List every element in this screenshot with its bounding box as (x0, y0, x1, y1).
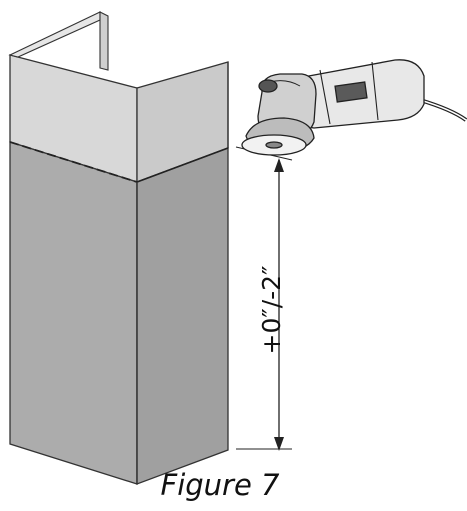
overlap-seam-line (9, 141, 138, 183)
grinder-power-cord (419, 98, 467, 122)
angle-grinder-icon (241, 59, 467, 156)
lower-chimney-section (9, 141, 229, 485)
dimension-arrow-bottom (274, 437, 284, 451)
dimension-arrow-top (274, 158, 284, 172)
lower-chimney-right-panel (136, 147, 229, 485)
upper-chimney-back-panel (99, 11, 109, 71)
overlap-seam-line-right (136, 147, 229, 183)
lower-chimney-left-panel (9, 141, 138, 485)
dimension-tolerance-label: +0″/-2″ (257, 265, 286, 355)
grinder-switch (334, 81, 368, 103)
figure-caption: Figure 7 (160, 468, 280, 502)
upper-chimney-top-edge (8, 11, 101, 58)
upper-chimney-section (8, 11, 229, 183)
grinder-side-handle (258, 79, 278, 93)
